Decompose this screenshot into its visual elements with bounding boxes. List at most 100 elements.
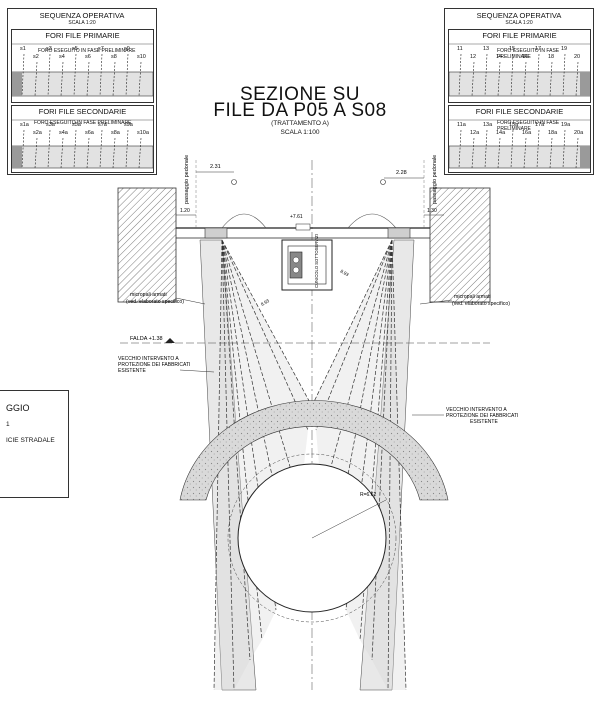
vecchio-left-2: PROTEZIONE DEI FABBRICATI — [118, 362, 190, 368]
hole-label: 19a — [561, 122, 571, 128]
hole-label: s10 — [137, 54, 146, 60]
right-primary-title: FORI FILE PRIMARIE — [482, 31, 557, 40]
hole-label: 15a — [509, 122, 519, 128]
hole-line — [73, 129, 77, 169]
right-secondary-note: FORO ESEGUITO IN FASE PRELIMINARE — [497, 120, 560, 132]
hole-label: s4a — [59, 130, 68, 136]
micropile-line — [315, 239, 393, 431]
hole-line — [60, 137, 64, 169]
hole-label: 19 — [561, 46, 568, 52]
hole-line — [458, 53, 462, 97]
left-primary-title: FORI FILE PRIMARIE — [45, 31, 120, 40]
vecchio-right-3: ESISTENTE — [470, 419, 498, 425]
hole-label: s3a — [46, 122, 55, 128]
micropile-band — [214, 240, 314, 690]
hole-line — [458, 129, 462, 169]
hole-label: 13a — [483, 122, 493, 128]
vecchio-left-1: VECCHIO INTERVENTO A — [118, 356, 179, 362]
pedestrian-label-left: passaggio pedonale — [184, 155, 190, 204]
utility-box-inner — [287, 245, 327, 285]
radius-line — [311, 499, 387, 539]
left-primary-diagram — [12, 43, 153, 97]
left-sequence-panel: SEQUENZA OPERATIVA SCALA 1:20 FORI FILE … — [7, 8, 157, 175]
hole-label: 18 — [548, 54, 555, 60]
micropile-line — [387, 239, 393, 691]
right-curb — [387, 227, 411, 239]
hole-line — [562, 53, 566, 97]
vecchio-right-1: VECCHIO INTERVENTO A — [446, 407, 507, 413]
radius-text: R=6.62 — [360, 492, 376, 498]
hole-line — [510, 53, 514, 97]
hole-line — [21, 53, 25, 97]
hole-line — [497, 137, 501, 169]
hole-label: s9a — [124, 122, 133, 128]
micropile-band — [310, 240, 406, 690]
hole-label: 11a — [457, 122, 466, 128]
right-reference-point — [380, 179, 386, 185]
micropali-right-text-2: (ved. elaborato specifico) — [452, 301, 510, 307]
drawing-title-line2: FILE DA P05 A S08 — [213, 100, 387, 121]
dim-left-text: 2.31 — [210, 164, 221, 170]
hole-line — [125, 129, 129, 169]
right-building-wall — [429, 187, 491, 303]
pedestrian-label-right: passaggio pedonale — [432, 155, 438, 204]
hole-label: s5a — [72, 122, 81, 128]
hole-line — [484, 53, 488, 97]
hole-line — [34, 137, 38, 169]
vecchio-right-2: PROTEZIONE DEI FABBRICATI — [446, 413, 518, 419]
hole-line — [497, 61, 501, 97]
hole-line — [138, 61, 142, 97]
left-primary-note: FORO ESEGUITO IN FASE PRELIMINARE — [38, 48, 136, 54]
leader-vecchio-left — [179, 369, 215, 373]
hole-line — [34, 61, 38, 97]
right-secondary-title: FORI FILE SECONDARIE — [475, 107, 564, 116]
hole-label: s7 — [98, 46, 104, 52]
hole-line — [112, 61, 116, 97]
hole-line — [484, 129, 488, 169]
left-sequence-heading: SEQUENZA OPERATIVA — [39, 11, 125, 20]
right-secondary-diagram — [449, 119, 590, 169]
right-sequence-scale: SCALA 1:20 — [505, 20, 533, 26]
hole-label: s1 — [20, 46, 26, 52]
right-primary-box: FORI FILE PRIMARIE FORO ESEGUITO IN FASE… — [448, 29, 591, 103]
hole-line — [86, 61, 90, 97]
hole-line — [471, 61, 475, 97]
hole-label: 12 — [470, 54, 477, 60]
hole-label: 11 — [457, 46, 463, 52]
hole-line — [73, 53, 77, 97]
hole-line — [549, 61, 553, 97]
hole-label: s8 — [111, 54, 117, 60]
legend-fragment-line2: 1 — [6, 421, 10, 428]
hole-line — [523, 137, 527, 169]
right-micropile-fan — [309, 239, 407, 691]
legend-fragment-line3: ICIE STRADALE — [6, 437, 55, 444]
legend-fragment: GGIO 1 ICIE STRADALE — [0, 390, 69, 498]
hole-line — [510, 129, 514, 169]
drawing-subtitle: (TRATTAMENTO A) — [271, 120, 329, 127]
micropile-line — [309, 239, 393, 411]
hole-line — [471, 137, 475, 169]
left-sequence-scale: SCALA 1:20 — [68, 20, 96, 26]
hole-label: 13 — [483, 46, 490, 52]
utility-box-outer — [281, 239, 333, 291]
right-secondary-box: FORI FILE SECONDARIE FORO ESEGUITO IN FA… — [448, 105, 591, 173]
hole-line — [47, 53, 51, 97]
hole-label: s7a — [98, 122, 107, 128]
hole-label: s6 — [85, 54, 91, 60]
left-reference-point — [231, 179, 237, 185]
hole-line — [536, 53, 540, 97]
hole-label: s1a — [20, 122, 29, 128]
slab-label: +7.61 — [290, 214, 303, 220]
angle-label-left: 8.93 — [260, 298, 271, 307]
drawing-scale: SCALA 1:100 — [280, 129, 320, 136]
right-primary-note: FORO ESEGUITO IN FASE PRELIMINARE — [497, 48, 560, 60]
hole-line — [86, 137, 90, 169]
hole-line — [125, 53, 129, 97]
hole-label: 15 — [509, 46, 516, 52]
hole-line — [21, 129, 25, 169]
micropali-left-text: micropali armati — [130, 292, 167, 298]
hole-line — [536, 129, 540, 169]
hole-label: 14a — [496, 130, 506, 136]
micropile-line — [221, 239, 301, 501]
